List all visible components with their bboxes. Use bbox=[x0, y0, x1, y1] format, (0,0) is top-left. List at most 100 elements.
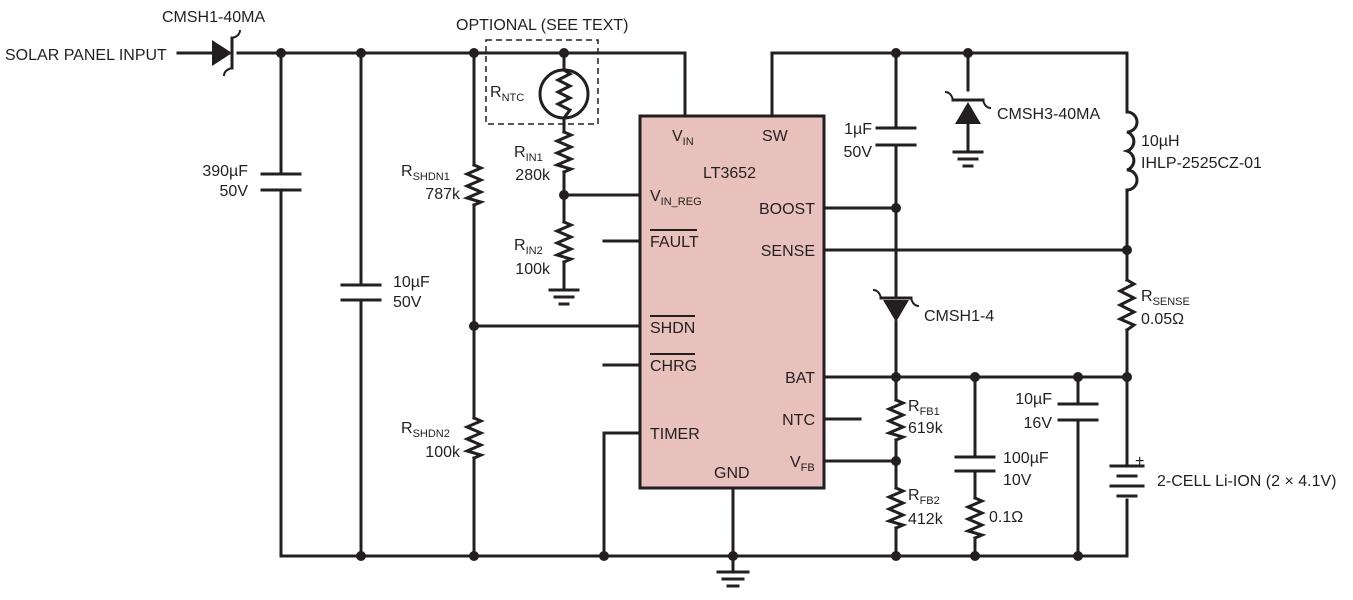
inductor-value: 10µH bbox=[1141, 133, 1180, 150]
pin-gnd: GND bbox=[714, 465, 750, 482]
pin-shdn: SHDN bbox=[650, 320, 695, 337]
pin-timer: TIMER bbox=[650, 426, 700, 443]
resistor-rfb1-icon bbox=[884, 398, 908, 442]
junction bbox=[891, 456, 901, 466]
pin-ntc: NTC bbox=[782, 412, 815, 429]
c10-value: 10µF bbox=[393, 274, 430, 291]
resistor-esr-icon bbox=[963, 496, 987, 540]
junction bbox=[891, 551, 901, 561]
capacitor-100uf-icon bbox=[954, 455, 996, 473]
c10-voltage: 50V bbox=[393, 294, 422, 311]
c10out-voltage: 16V bbox=[1024, 415, 1053, 432]
capacitor-390uf-icon bbox=[260, 172, 302, 192]
capacitor-10uf-16v-icon bbox=[1057, 402, 1099, 422]
battery-plus: + bbox=[1135, 453, 1144, 470]
rshdn1-label: RSHDN1 bbox=[401, 163, 450, 183]
cboost-voltage: 50V bbox=[844, 144, 873, 161]
capacitor-1uf-icon bbox=[875, 126, 917, 147]
c390-value: 390µF bbox=[202, 163, 248, 180]
ground-icon bbox=[952, 150, 984, 168]
battery-label: 2-CELL Li-ION (2 × 4.1V) bbox=[1157, 473, 1336, 490]
wire-vin-rail bbox=[472, 51, 687, 118]
pin-sense: SENSE bbox=[761, 243, 815, 260]
pin-chrg: CHRG bbox=[650, 358, 697, 375]
junction bbox=[599, 551, 609, 561]
diode-switch-icon bbox=[944, 91, 992, 124]
thermistor-rntc-icon bbox=[538, 67, 590, 121]
rfb1-label: RFB1 bbox=[908, 398, 940, 418]
inductor-part: IHLP-2525CZ-01 bbox=[1141, 155, 1262, 172]
junction bbox=[1122, 372, 1132, 382]
rin1-label: RIN1 bbox=[514, 144, 543, 164]
rshdn2-label: RSHDN2 bbox=[401, 420, 450, 440]
pin-sw: SW bbox=[762, 128, 789, 145]
pin-fault: FAULT bbox=[650, 234, 699, 251]
battery-icon bbox=[1109, 464, 1145, 498]
lt3652-chip bbox=[638, 114, 826, 490]
junction bbox=[356, 48, 366, 58]
resistor-rin2-icon bbox=[552, 220, 576, 264]
junction bbox=[356, 551, 366, 561]
optional-label: OPTIONAL (SEE TEXT) bbox=[456, 17, 628, 34]
capacitor-10uf-50v-icon bbox=[340, 283, 382, 302]
junction bbox=[970, 551, 980, 561]
inductor-icon bbox=[1122, 110, 1139, 192]
wire-sw bbox=[770, 51, 1129, 558]
rshdn1-value: 787k bbox=[425, 186, 461, 203]
c390-voltage: 50V bbox=[220, 183, 249, 200]
diode-boost-icon bbox=[872, 289, 920, 322]
junctions bbox=[276, 48, 1132, 561]
diode-switch-label: CMSH3-40MA bbox=[997, 106, 1100, 123]
pin-vfb: VFB bbox=[790, 454, 815, 474]
wire-timer bbox=[602, 431, 642, 558]
rshdn2-value: 100k bbox=[425, 444, 461, 461]
resistor-rshdn2-icon bbox=[462, 416, 486, 460]
rfb1-value: 619k bbox=[908, 420, 944, 437]
junction bbox=[276, 48, 286, 58]
resistor-rin1-icon bbox=[552, 130, 576, 174]
pin-vin-reg: VIN_REG bbox=[650, 188, 702, 208]
junction bbox=[891, 372, 901, 382]
pin-vin: VIN bbox=[672, 128, 694, 148]
resistor-rshdn1-icon bbox=[462, 163, 486, 207]
junction bbox=[891, 203, 901, 213]
junction bbox=[559, 190, 569, 200]
rsense-label: RSENSE bbox=[1141, 288, 1190, 308]
junction bbox=[469, 321, 479, 331]
rin1-value: 280k bbox=[515, 167, 551, 184]
c100-value: 100µF bbox=[1003, 450, 1049, 467]
junction bbox=[1122, 245, 1132, 255]
diode-boost-label: CMSH1-4 bbox=[924, 308, 994, 325]
junction bbox=[891, 48, 901, 58]
cboost-value: 1µF bbox=[844, 121, 872, 138]
input-label: SOLAR PANEL INPUT bbox=[5, 47, 167, 64]
junction bbox=[1073, 372, 1083, 382]
esr-value: 0.1Ω bbox=[989, 509, 1023, 526]
junction bbox=[559, 48, 569, 58]
chip-name: LT3652 bbox=[703, 165, 756, 182]
pin-bat: BAT bbox=[785, 370, 815, 387]
ground-icon bbox=[716, 570, 750, 588]
rfb2-label: RFB2 bbox=[908, 487, 940, 507]
rntc-label: RNTC bbox=[490, 84, 524, 104]
junction bbox=[1073, 551, 1083, 561]
diode-input-label: CMSH1-40MA bbox=[162, 9, 265, 26]
junction bbox=[728, 551, 738, 561]
resistor-rsense-icon bbox=[1116, 277, 1138, 333]
junction bbox=[963, 48, 973, 58]
rsense-value: 0.05Ω bbox=[1141, 311, 1184, 328]
rin2-value: 100k bbox=[515, 261, 551, 278]
c100-voltage: 10V bbox=[1003, 472, 1032, 489]
rfb2-value: 412k bbox=[908, 511, 944, 528]
resistor-rfb2-icon bbox=[884, 486, 908, 530]
ground-icon bbox=[548, 288, 580, 306]
c10out-value: 10µF bbox=[1015, 391, 1052, 408]
junction bbox=[469, 48, 479, 58]
rin2-label: RIN2 bbox=[514, 237, 543, 257]
junction bbox=[469, 551, 479, 561]
diode-input-icon bbox=[212, 29, 241, 77]
optional-box bbox=[485, 39, 599, 125]
junction bbox=[970, 372, 980, 382]
